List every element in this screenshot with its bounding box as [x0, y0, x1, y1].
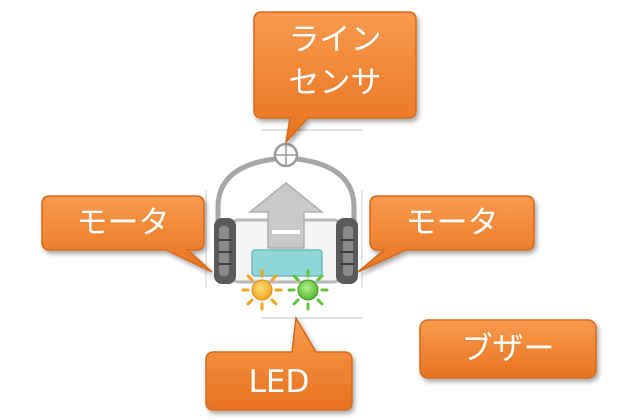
callout-line-sensor-line2: センサ [289, 65, 382, 101]
callout-line-sensor: ライン センサ [253, 11, 417, 145]
callout-buzzer: ブザー [419, 319, 597, 379]
callout-led-label: LED [249, 364, 310, 400]
callout-line-sensor-line1: ライン [289, 22, 382, 58]
direction-arrow [247, 182, 325, 249]
callout-motor-right: モータ [357, 195, 535, 273]
led-green [287, 269, 329, 311]
wheel-right [336, 218, 358, 284]
callout-motor-left: モータ [41, 195, 213, 273]
robot-panel [251, 249, 323, 277]
led-orange [241, 269, 283, 311]
callout-buzzer-label: ブザー [462, 331, 555, 367]
callout-motor-left-label: モータ [77, 205, 170, 241]
callout-motor-right-label: モータ [406, 205, 499, 241]
wheel-left [214, 218, 236, 284]
robot-illustration [205, 129, 363, 319]
callout-led: LED [205, 315, 353, 411]
